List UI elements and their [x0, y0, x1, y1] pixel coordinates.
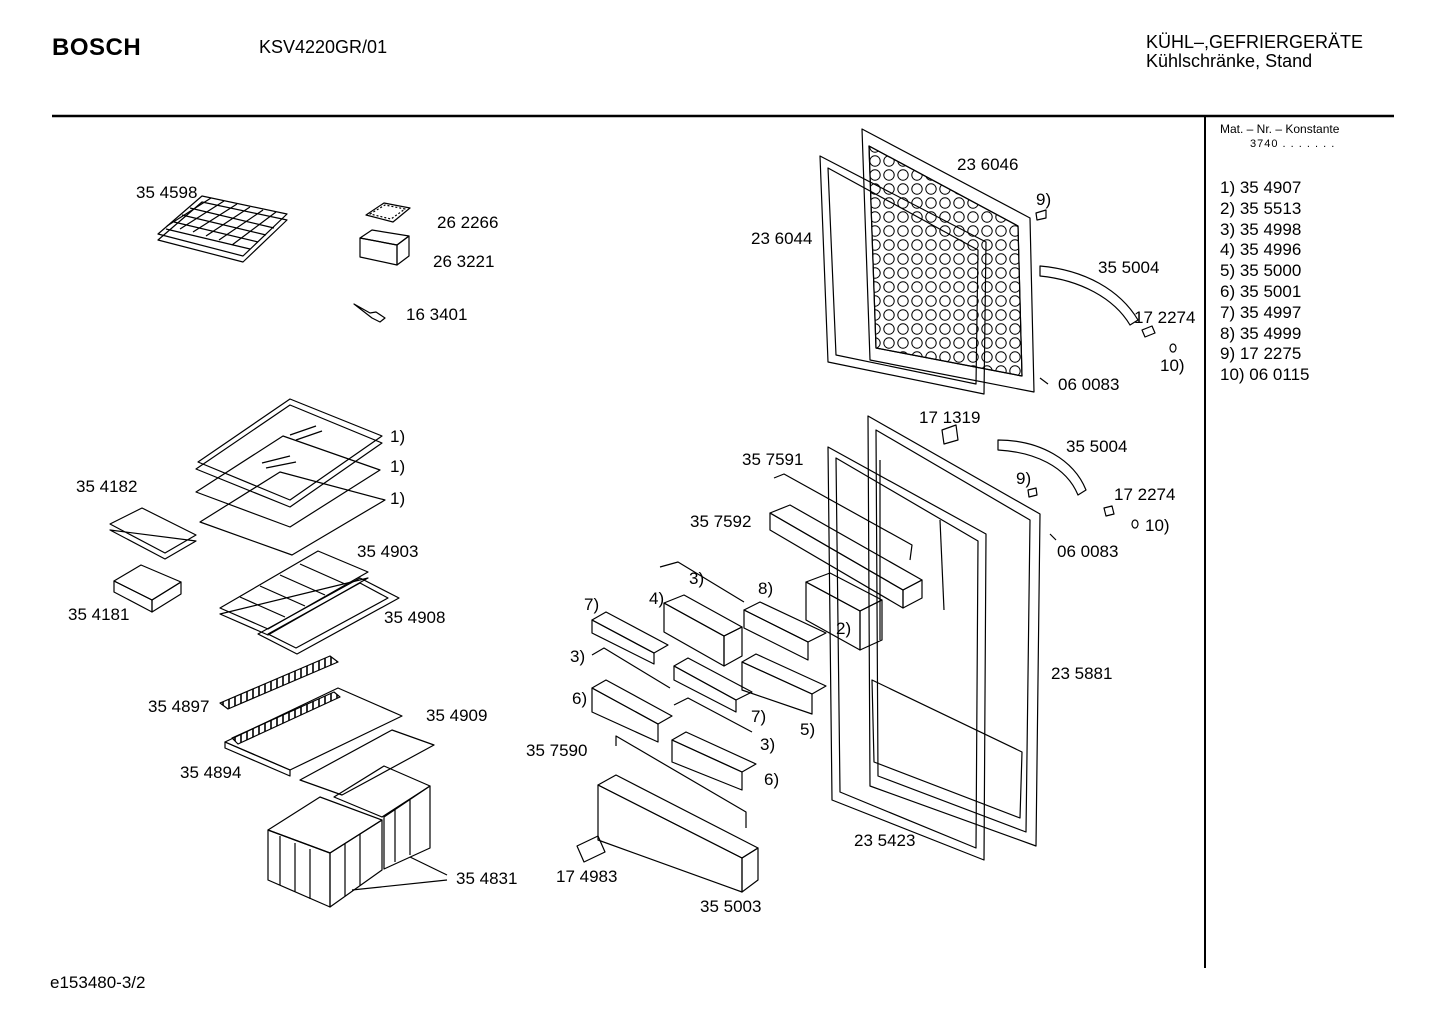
label-ref-9: 9) [1016, 469, 1031, 488]
brand-logo: BOSCH [52, 34, 142, 61]
clip-drawing [576, 835, 606, 863]
label-174983: 17 4983 [556, 867, 617, 886]
label-ref-4: 4) [649, 589, 664, 608]
legend-item: 6) 35 5001 [1220, 281, 1302, 301]
label-172274: 17 2274 [1114, 485, 1175, 504]
label-357590: 35 7590 [526, 741, 587, 760]
washer-drawing [1169, 343, 1177, 353]
label-ref-9: 9) [1036, 190, 1051, 209]
label-ref-1: 1) [390, 457, 405, 476]
label-354908: 35 4908 [384, 608, 445, 627]
label-ref-8: 8) [758, 579, 773, 598]
vegetable-cover-drawing [224, 687, 435, 796]
label-ref-3: 3) [760, 735, 775, 754]
legend-item: 7) 35 4997 [1220, 302, 1302, 322]
label-060083: 06 0083 [1057, 542, 1118, 561]
label-ref-3: 3) [570, 647, 585, 666]
part-labels: 35 4598 26 2266 26 3221 16 3401 1) 1) 1)… [68, 155, 1195, 916]
bin-rail-drawing [591, 473, 913, 828]
model-number: KSV4220GR/01 [259, 37, 388, 57]
ice-box-drawing [359, 229, 410, 266]
label-ref-5: 5) [800, 720, 815, 739]
label-060083: 06 0083 [1058, 375, 1119, 394]
legend-item: 3) 35 4998 [1220, 219, 1302, 239]
label-354831: 35 4831 [456, 869, 517, 888]
glass-shelf-drawing [195, 398, 386, 556]
mat-number-title: Mat. – Nr. – Konstante [1220, 122, 1340, 136]
freezer-gasket-drawing [819, 155, 987, 395]
hinge-pin-drawing [1035, 209, 1047, 221]
legend-item: 1) 35 4907 [1220, 178, 1302, 197]
label-ref-1: 1) [390, 427, 405, 446]
key-drawing [353, 303, 386, 323]
hinge-bracket-drawing [941, 424, 959, 445]
label-236044: 23 6044 [751, 229, 812, 248]
part-legend: 1) 35 4907 2) 35 5513 3) 35 4998 4) 35 4… [1220, 178, 1309, 386]
legend-item: 10) 06 0115 [1220, 365, 1310, 385]
fridge-gasket-drawing [827, 446, 987, 861]
mat-number-value: 3740 . . . . . . . [1250, 138, 1336, 150]
legend-item: 4) 35 4996 [1220, 240, 1302, 260]
label-235881: 23 5881 [1051, 664, 1112, 683]
label-ref-10: 10) [1160, 356, 1185, 375]
label-355003: 35 5003 [700, 897, 761, 916]
label-ref-7: 7) [584, 595, 599, 614]
label-262266: 26 2266 [437, 213, 498, 232]
door-bin-drawing [591, 504, 923, 893]
label-354894: 35 4894 [180, 763, 241, 782]
label-354903: 35 4903 [357, 542, 418, 561]
label-ref-3: 3) [689, 569, 704, 588]
legend-item: 8) 35 4999 [1220, 323, 1302, 343]
label-357592: 35 7592 [690, 512, 751, 531]
ice-tray-drawing [365, 202, 411, 223]
label-171319: 17 1319 [919, 408, 980, 427]
drawing-reference: e153480-3/2 [50, 973, 146, 992]
label-354182: 35 4182 [76, 477, 137, 496]
fridge-door-drawing [867, 415, 1041, 847]
label-235423: 23 5423 [854, 831, 915, 850]
wire-shelf-drawing [157, 195, 288, 263]
label-354897: 35 4897 [148, 697, 209, 716]
label-357591: 35 7591 [742, 450, 803, 469]
ribbed-bar-drawing [219, 655, 339, 710]
small-drawer-drawing [113, 564, 182, 613]
ribbed-shelf-drawing [219, 550, 400, 655]
label-172274: 17 2274 [1134, 308, 1195, 327]
label-ref-6: 6) [572, 689, 587, 708]
label-ref-6: 6) [764, 770, 779, 789]
label-354181: 35 4181 [68, 605, 129, 624]
label-236046: 23 6046 [957, 155, 1018, 174]
label-263221: 26 3221 [433, 252, 494, 271]
label-354909: 35 4909 [426, 706, 487, 725]
label-ref-7: 7) [751, 707, 766, 726]
label-ref-10: 10) [1145, 516, 1170, 535]
label-ref-2: 2) [836, 619, 851, 638]
crisper-drawer-drawing [267, 765, 431, 908]
screw-drawing [1141, 325, 1156, 338]
freezer-door-drawing [861, 128, 1035, 393]
handle-drawing [997, 265, 1139, 496]
category-subtitle: Kühlschränke, Stand [1146, 51, 1313, 71]
legend-item: 9) 17 2275 [1220, 344, 1302, 364]
drawer-cover-drawing [109, 507, 197, 560]
label-355004: 35 5004 [1098, 258, 1159, 277]
category-title: KÜHL–,GEFRIERGERÄTE [1146, 32, 1364, 52]
legend-item: 2) 35 5513 [1220, 198, 1302, 218]
label-ref-1: 1) [390, 489, 405, 508]
label-355004: 35 5004 [1066, 437, 1127, 456]
legend-item: 5) 35 5000 [1220, 261, 1302, 281]
label-163401: 16 3401 [406, 305, 467, 324]
label-354598: 35 4598 [136, 183, 197, 202]
